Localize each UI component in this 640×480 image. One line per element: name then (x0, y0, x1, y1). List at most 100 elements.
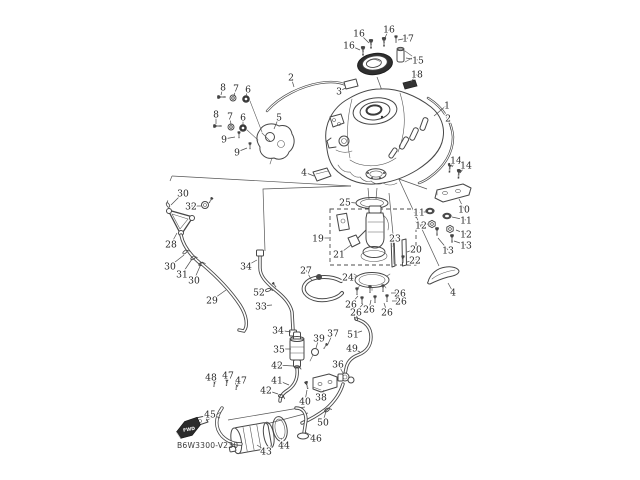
rear-bracket-group (425, 162, 472, 244)
callout-28: 28 (165, 239, 177, 250)
callout-45: 45 (204, 409, 216, 420)
leader-line-45 (209, 413, 221, 419)
fwd-label: FWD (183, 426, 196, 434)
fuel-cock-body (256, 123, 295, 160)
leader-line-46 (304, 431, 317, 439)
leader-line-36 (337, 363, 344, 374)
callout-1: 1 (444, 100, 450, 111)
callout-40: 40 (299, 396, 311, 407)
leader-line-34 (245, 259, 258, 267)
callout-22: 22 (409, 255, 421, 266)
screw-9 (236, 130, 242, 139)
callout-21: 21 (333, 249, 345, 260)
screw-26 (359, 295, 365, 305)
hose-29-group (179, 233, 249, 333)
callout-46: 46 (310, 433, 322, 444)
leader-line-14 (459, 164, 467, 174)
callout-33: 33 (255, 301, 267, 312)
callout-4: 4 (450, 287, 456, 298)
callout-2: 2 (445, 113, 451, 124)
callout-30: 30 (177, 188, 189, 199)
clamp-39 (309, 348, 319, 362)
fuel-cock-group (212, 94, 295, 165)
callout-50: 50 (317, 417, 329, 428)
callout-43: 43 (260, 446, 272, 457)
spacer-6 (238, 123, 248, 133)
callout-25: 25 (339, 197, 351, 208)
callout-35: 35 (273, 344, 285, 355)
leader-line-22 (406, 259, 416, 263)
callout-48: 48 (205, 372, 217, 383)
callout-47: 47 (222, 370, 234, 381)
leader-line-26 (355, 303, 364, 313)
washer-7 (229, 94, 237, 102)
elbow-pipe-46 (294, 406, 309, 440)
leader-line-3 (338, 87, 347, 92)
fuel-pump-20 (360, 205, 389, 262)
screw-9 (247, 141, 253, 150)
leader-line-43 (256, 444, 267, 452)
tank-filler-opening (352, 97, 398, 125)
callout-8: 8 (213, 109, 219, 120)
hose-guard-27 (301, 274, 344, 303)
leader-line-9 (223, 136, 236, 140)
callout-12: 12 (415, 220, 427, 231)
cap-screw-16 (368, 38, 374, 50)
callout-8: 8 (220, 82, 226, 93)
leader-line-52 (258, 289, 267, 293)
leader-line-27 (305, 269, 313, 282)
leader-line-18 (410, 73, 418, 83)
leader-line-28 (170, 232, 178, 245)
cap-screw-16 (360, 45, 366, 57)
leader-line-26 (383, 302, 388, 313)
callout-16: 16 (343, 40, 355, 51)
leader-line-10 (458, 198, 465, 210)
callout-18: 18 (411, 69, 423, 80)
leader-line-13 (453, 240, 467, 246)
pump-plate-24 (353, 272, 391, 291)
callout-47: 47 (235, 375, 247, 386)
leader-line-42 (265, 389, 279, 395)
grommet-11 (442, 212, 452, 220)
screw-13 (449, 233, 455, 244)
callout-41: 41 (271, 375, 283, 386)
leader-line-4 (303, 171, 315, 177)
screw-26 (384, 293, 390, 303)
callout-9: 9 (234, 147, 240, 158)
callout-38: 38 (315, 392, 327, 403)
pump-float-21 (336, 212, 367, 248)
tank-left-mount (326, 135, 353, 153)
callout-27: 27 (300, 265, 312, 276)
screw-26 (367, 284, 373, 294)
joint-36 (337, 372, 355, 384)
leader-line-2 (447, 117, 452, 131)
screw-26 (372, 294, 378, 304)
leader-line-4 (447, 282, 454, 293)
leader-line-14 (451, 159, 457, 168)
leader-line-21 (338, 244, 352, 255)
cap-screw-17 (393, 34, 399, 44)
leader-line-37 (327, 332, 334, 345)
callout-42: 42 (260, 385, 272, 396)
callout-26: 26 (350, 307, 362, 318)
leader-line-25 (344, 201, 357, 204)
callout-16: 16 (383, 24, 395, 35)
fuel-filter-35 (289, 331, 305, 368)
joint-34 (256, 249, 264, 257)
callout-49: 49 (346, 343, 358, 354)
callout-52: 52 (253, 287, 265, 298)
callout-14: 14 (460, 160, 472, 171)
leader-line-38 (320, 389, 325, 398)
diagram-code: B6W3300-V230 (177, 441, 238, 450)
callout-26: 26 (394, 288, 406, 299)
callout-26: 26 (345, 299, 357, 310)
leader-line-30 (169, 254, 185, 267)
leader-line-47 (226, 374, 229, 384)
callout-16: 16 (353, 28, 365, 39)
callout-17: 17 (402, 33, 414, 44)
leader-line-8 (220, 86, 224, 96)
leader-line-13 (437, 237, 449, 251)
fuel-pump-assembly (329, 197, 417, 305)
leader-line-1 (433, 104, 448, 117)
